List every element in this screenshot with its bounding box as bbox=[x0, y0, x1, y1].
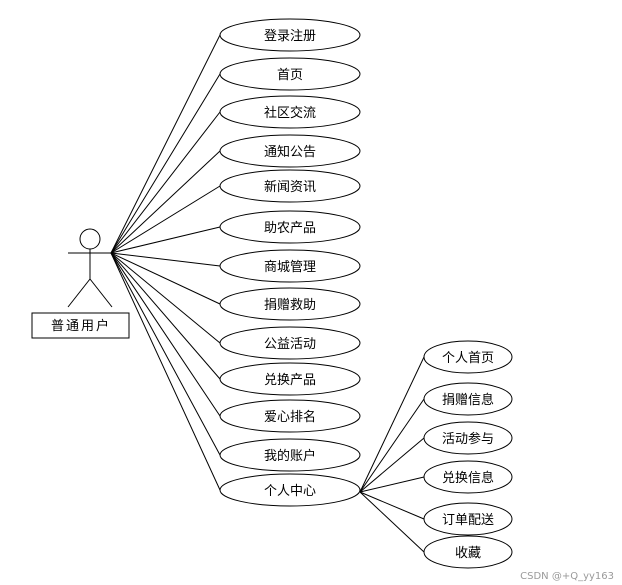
use-case: 商城管理 bbox=[219, 249, 361, 283]
actor-connector bbox=[110, 111, 221, 254]
sub-use-case-ellipse bbox=[423, 535, 513, 569]
actor-head bbox=[79, 228, 101, 250]
use-case-label: 捐赠救助 bbox=[264, 297, 316, 313]
actor-connector bbox=[110, 252, 221, 456]
use-case-label: 兑换产品 bbox=[264, 373, 316, 388]
actor-connector bbox=[110, 252, 221, 380]
use-case: 兑换产品 bbox=[219, 362, 361, 396]
use-case: 助农产品 bbox=[219, 210, 361, 244]
use-case: 新闻资讯 bbox=[219, 169, 361, 203]
actor-connector bbox=[110, 226, 221, 254]
sub-use-case: 捐赠信息 bbox=[423, 382, 513, 416]
sub-use-case-label: 个人首页 bbox=[442, 351, 494, 366]
actor-connector bbox=[110, 73, 221, 254]
actor-connector bbox=[110, 34, 221, 254]
actor-connector bbox=[110, 185, 221, 254]
use-case-ellipse bbox=[219, 473, 361, 507]
sub-use-case-label: 收藏 bbox=[455, 546, 481, 561]
actor-connector bbox=[110, 252, 221, 491]
use-case-ellipse bbox=[219, 18, 361, 52]
use-case: 我的账户 bbox=[219, 438, 361, 472]
actor-connector bbox=[110, 252, 221, 344]
use-case-ellipse bbox=[219, 287, 361, 321]
sub-use-case-ellipse bbox=[423, 502, 513, 536]
actor-label-box: 普通用户 bbox=[31, 312, 130, 339]
use-case-ellipse bbox=[219, 134, 361, 168]
sub-use-case: 订单配送 bbox=[423, 502, 513, 536]
use-case-label: 公益活动 bbox=[264, 337, 316, 352]
sub-use-case-ellipse bbox=[423, 421, 513, 455]
sub-use-case-ellipse bbox=[423, 382, 513, 416]
use-case-label: 通知公告 bbox=[264, 144, 316, 160]
use-case-ellipse bbox=[219, 95, 361, 129]
use-case: 首页 bbox=[219, 57, 361, 91]
use-case: 公益活动 bbox=[219, 326, 361, 360]
sub-use-case: 个人首页 bbox=[423, 340, 513, 374]
actor-connector bbox=[110, 252, 221, 305]
use-case-ellipse bbox=[219, 438, 361, 472]
connector-lines bbox=[110, 34, 425, 553]
actor-connector bbox=[110, 150, 221, 254]
use-case: 捐赠救助 bbox=[219, 287, 361, 321]
use-case-label: 登录注册 bbox=[264, 29, 316, 44]
sub-use-case: 收藏 bbox=[423, 535, 513, 569]
sub-use-case-label: 兑换信息 bbox=[442, 470, 494, 486]
use-case-ellipse bbox=[219, 169, 361, 203]
use-case: 爱心排名 bbox=[219, 399, 361, 433]
sub-use-case: 活动参与 bbox=[423, 421, 513, 455]
actor-label: 普通用户 bbox=[51, 318, 111, 334]
sub-connector bbox=[359, 491, 425, 553]
sub-use-case-label: 活动参与 bbox=[442, 431, 494, 447]
watermark: CSDN @+Q_yy163 bbox=[520, 571, 614, 582]
actor bbox=[67, 228, 113, 308]
use-case-label: 首页 bbox=[277, 68, 303, 83]
use-case-ellipse bbox=[219, 399, 361, 433]
use-case-ellipse bbox=[219, 249, 361, 283]
use-case: 社区交流 bbox=[219, 95, 361, 129]
actor-right-leg bbox=[89, 278, 113, 308]
sub-connector bbox=[359, 356, 425, 493]
use-case-ellipse bbox=[219, 210, 361, 244]
actor-left-leg bbox=[67, 278, 91, 308]
sub-use-case-ellipse bbox=[423, 340, 513, 374]
use-case-label: 商城管理 bbox=[264, 260, 316, 275]
use-case-ellipse bbox=[219, 57, 361, 91]
use-case-label: 我的账户 bbox=[264, 448, 316, 464]
use-case-ellipse bbox=[219, 362, 361, 396]
use-case-label: 助农产品 bbox=[264, 221, 316, 236]
use-case-label: 社区交流 bbox=[264, 105, 316, 121]
sub-connector bbox=[359, 437, 425, 493]
use-case-ellipse bbox=[219, 326, 361, 360]
use-case-list: 登录注册首页社区交流通知公告新闻资讯助农产品商城管理捐赠救助公益活动兑换产品爱心… bbox=[219, 18, 361, 507]
use-case: 通知公告 bbox=[219, 134, 361, 168]
use-case-label: 个人中心 bbox=[264, 484, 316, 499]
actor-connector bbox=[110, 252, 221, 417]
sub-connector bbox=[359, 476, 425, 493]
sub-connector bbox=[359, 491, 425, 520]
sub-use-case: 兑换信息 bbox=[423, 460, 513, 494]
use-case-label: 新闻资讯 bbox=[264, 179, 316, 195]
sub-use-case-label: 订单配送 bbox=[442, 513, 494, 528]
sub-connector bbox=[359, 398, 425, 493]
use-case: 个人中心 bbox=[219, 473, 361, 507]
actor-connector bbox=[110, 252, 221, 267]
sub-use-case-label: 捐赠信息 bbox=[442, 392, 494, 408]
use-case: 登录注册 bbox=[219, 18, 361, 52]
sub-use-case-ellipse bbox=[423, 460, 513, 494]
use-case-label: 爱心排名 bbox=[264, 409, 316, 425]
